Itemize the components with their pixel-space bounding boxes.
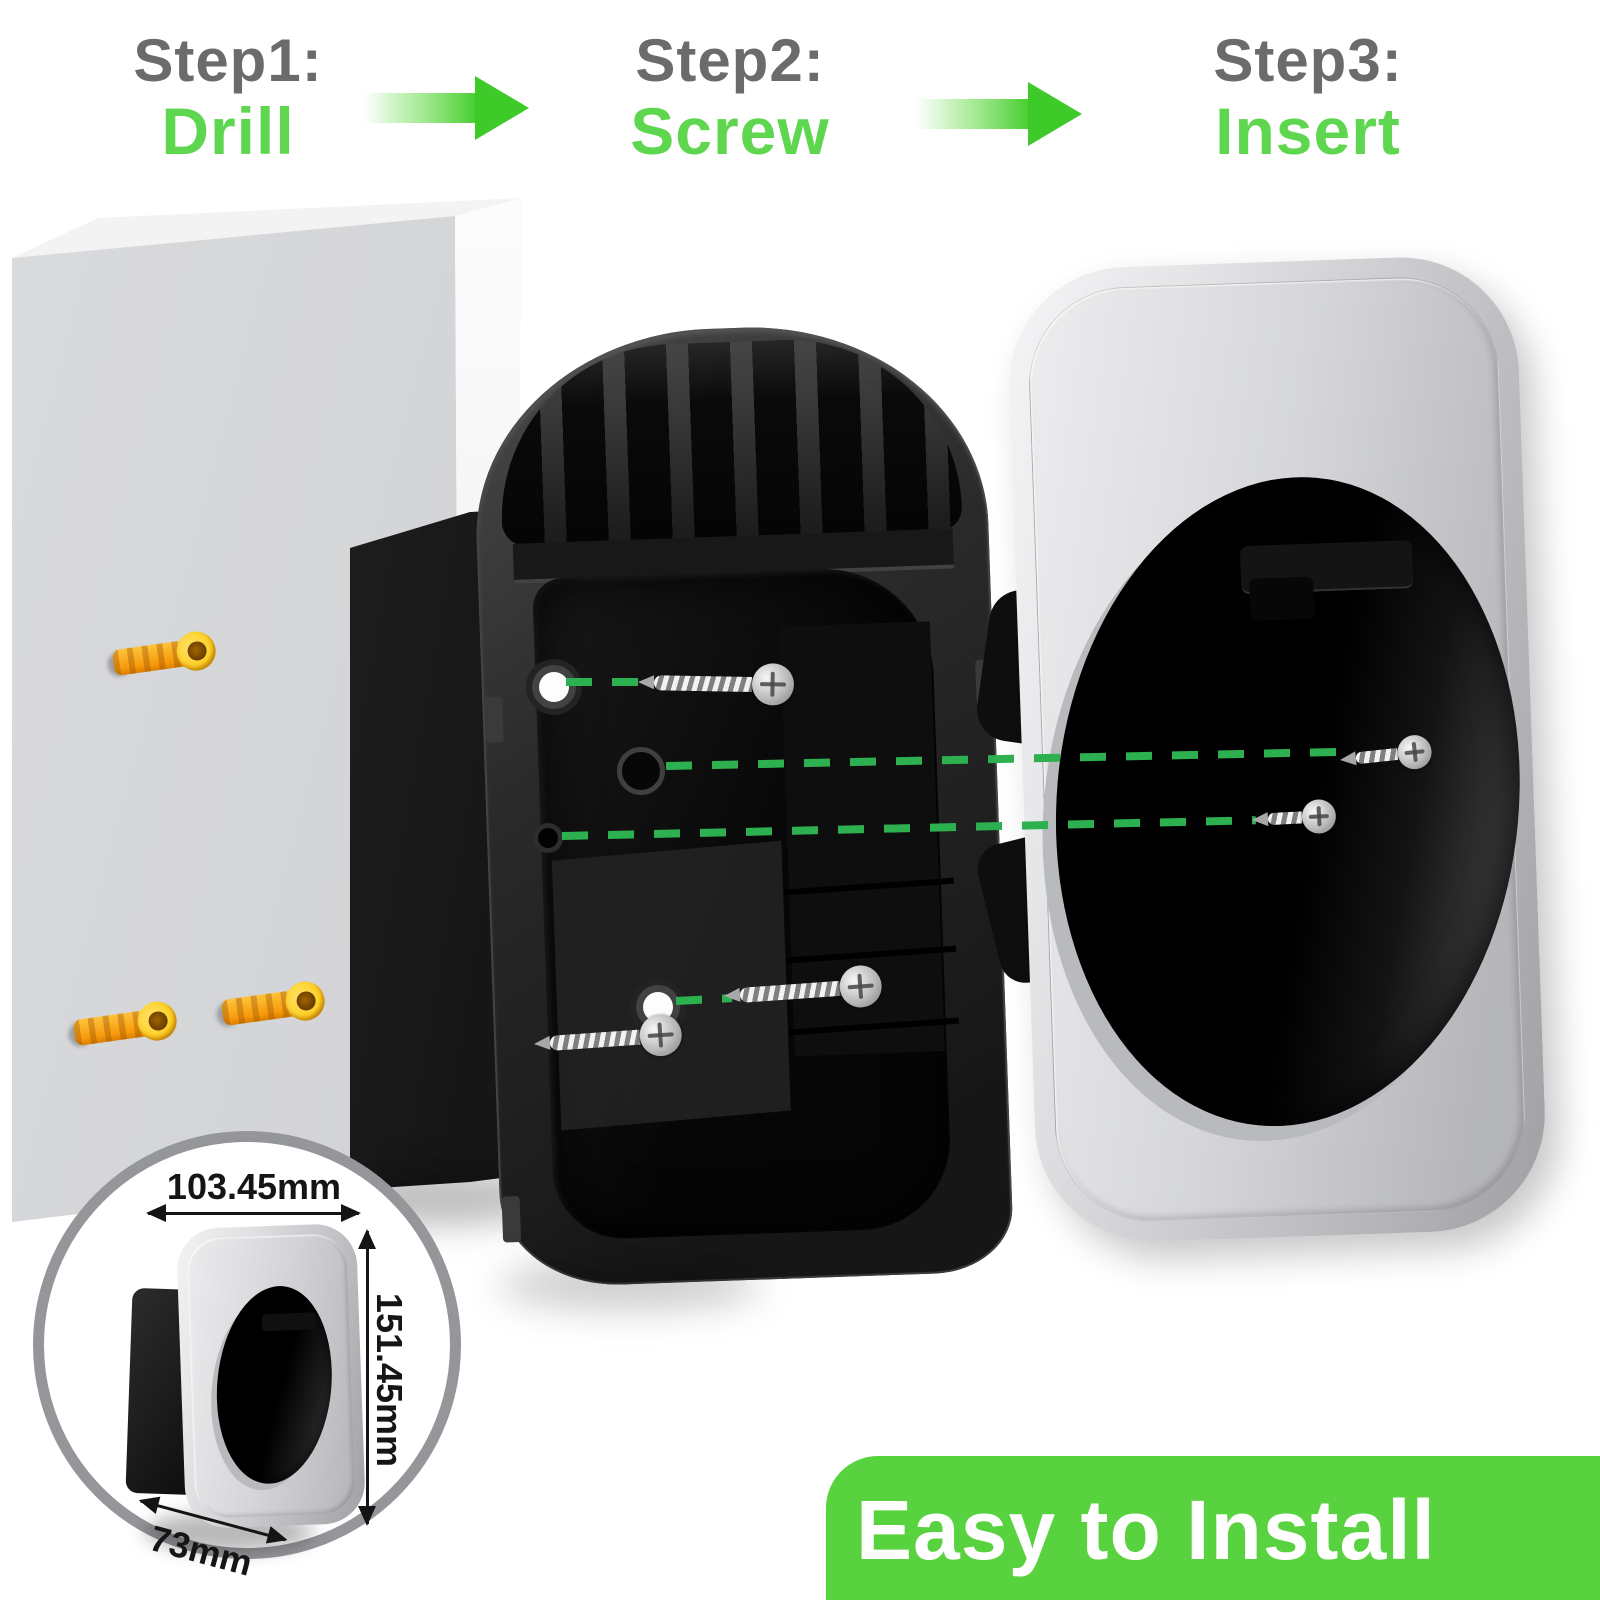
step-1-label: Step1: [133, 27, 323, 94]
mini-cover-plate [175, 1222, 367, 1530]
step-3-action: Insert [1215, 94, 1401, 168]
screw-hole-small [538, 828, 558, 848]
arrow-right-icon [916, 82, 1082, 146]
screw-thread [1355, 747, 1399, 765]
screw-head [1301, 798, 1337, 835]
step-1: Step1: Drill [78, 27, 378, 169]
screw-thread [549, 1029, 641, 1051]
mini-socket-latch [261, 1312, 317, 1332]
arrow-head [475, 76, 529, 140]
screw-thread [739, 980, 841, 1003]
screw-tip [1339, 751, 1357, 767]
screw-tip [533, 1035, 551, 1051]
double-headed-vertical-arrow-icon [358, 1229, 376, 1526]
arrow-head [1028, 82, 1082, 146]
screw-tip [723, 987, 741, 1003]
mounting-screw [637, 660, 795, 707]
screw-head [838, 964, 884, 1009]
alignment-dash-line [566, 678, 644, 686]
screw-head [751, 662, 795, 706]
easy-install-banner-text: Easy to Install [856, 1483, 1436, 1577]
step-3-label: Step3: [1213, 27, 1403, 94]
screw-hole-mid [617, 747, 665, 795]
step-2: Step2: Screw [580, 27, 880, 169]
cooling-fins [496, 334, 963, 547]
arrow-body [363, 93, 479, 123]
screw-head [1395, 733, 1434, 771]
step-3: Step3: Insert [1158, 27, 1458, 169]
step-2-label: Step2: [635, 27, 825, 94]
shell-side-tab [484, 696, 504, 743]
easy-install-banner: Easy to Install [826, 1456, 1600, 1600]
screw-head [638, 1012, 684, 1058]
mounting-shell [469, 319, 1015, 1289]
dimension-inset-circle: 103.45mm 151.45mm 73mm [33, 1131, 461, 1584]
arrow-body [916, 99, 1032, 129]
screw-hole-top [539, 672, 569, 702]
dimension-width-label: 103.45mm [166, 1166, 342, 1207]
screw-thread [1267, 811, 1303, 826]
screw-tip [637, 675, 655, 690]
step-2-action: Screw [630, 94, 830, 168]
shell-shadow [500, 1260, 760, 1310]
double-headed-horizontal-arrow-icon [146, 1204, 361, 1222]
screw-tip [1251, 812, 1269, 827]
step-1-action: Drill [161, 94, 295, 168]
shell-side-tab [501, 1196, 522, 1243]
screw-thread [653, 674, 753, 692]
socket-latch-tab [1249, 576, 1315, 621]
arrow-right-icon [363, 76, 529, 140]
mounting-screw [1251, 798, 1337, 838]
dimension-height-label: 151.45mm [369, 1292, 410, 1468]
